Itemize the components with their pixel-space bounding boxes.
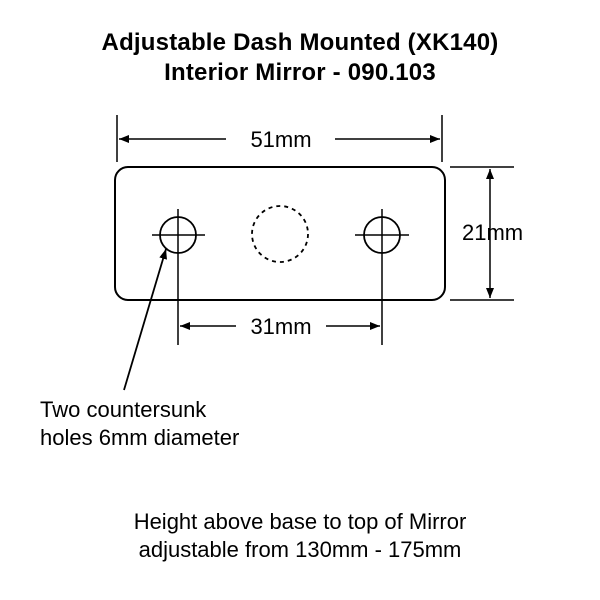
title-line-1: Adjustable Dash Mounted (XK140) bbox=[101, 29, 499, 56]
title-line-2: Interior Mirror - 090.103 bbox=[164, 59, 436, 86]
holes-note-line-1: Two countersunk bbox=[40, 397, 207, 422]
holes-note: Two countersunk holes 6mm diameter bbox=[40, 396, 239, 452]
width-dimension bbox=[116, 115, 443, 162]
right-countersunk-hole bbox=[355, 209, 409, 262]
width-dimension-label: 51mm bbox=[250, 127, 311, 152]
height-dimension-label: 21mm bbox=[462, 220, 523, 245]
hole-spacing-dimension bbox=[177, 262, 383, 345]
mounting-plate-outline bbox=[114, 166, 446, 301]
hole-spacing-dimension-label: 31mm bbox=[250, 314, 311, 339]
footer-note: Height above base to top of Mirror adjus… bbox=[0, 508, 600, 564]
footer-note-line-1: Height above base to top of Mirror bbox=[133, 509, 467, 534]
left-countersunk-hole bbox=[152, 209, 205, 262]
footer-note-line-2: adjustable from 130mm - 175mm bbox=[138, 537, 462, 562]
holes-note-line-2: holes 6mm diameter bbox=[40, 425, 240, 450]
holes-leader-arrow bbox=[123, 248, 167, 391]
height-dimension bbox=[450, 166, 514, 301]
center-stem-position bbox=[251, 205, 309, 263]
